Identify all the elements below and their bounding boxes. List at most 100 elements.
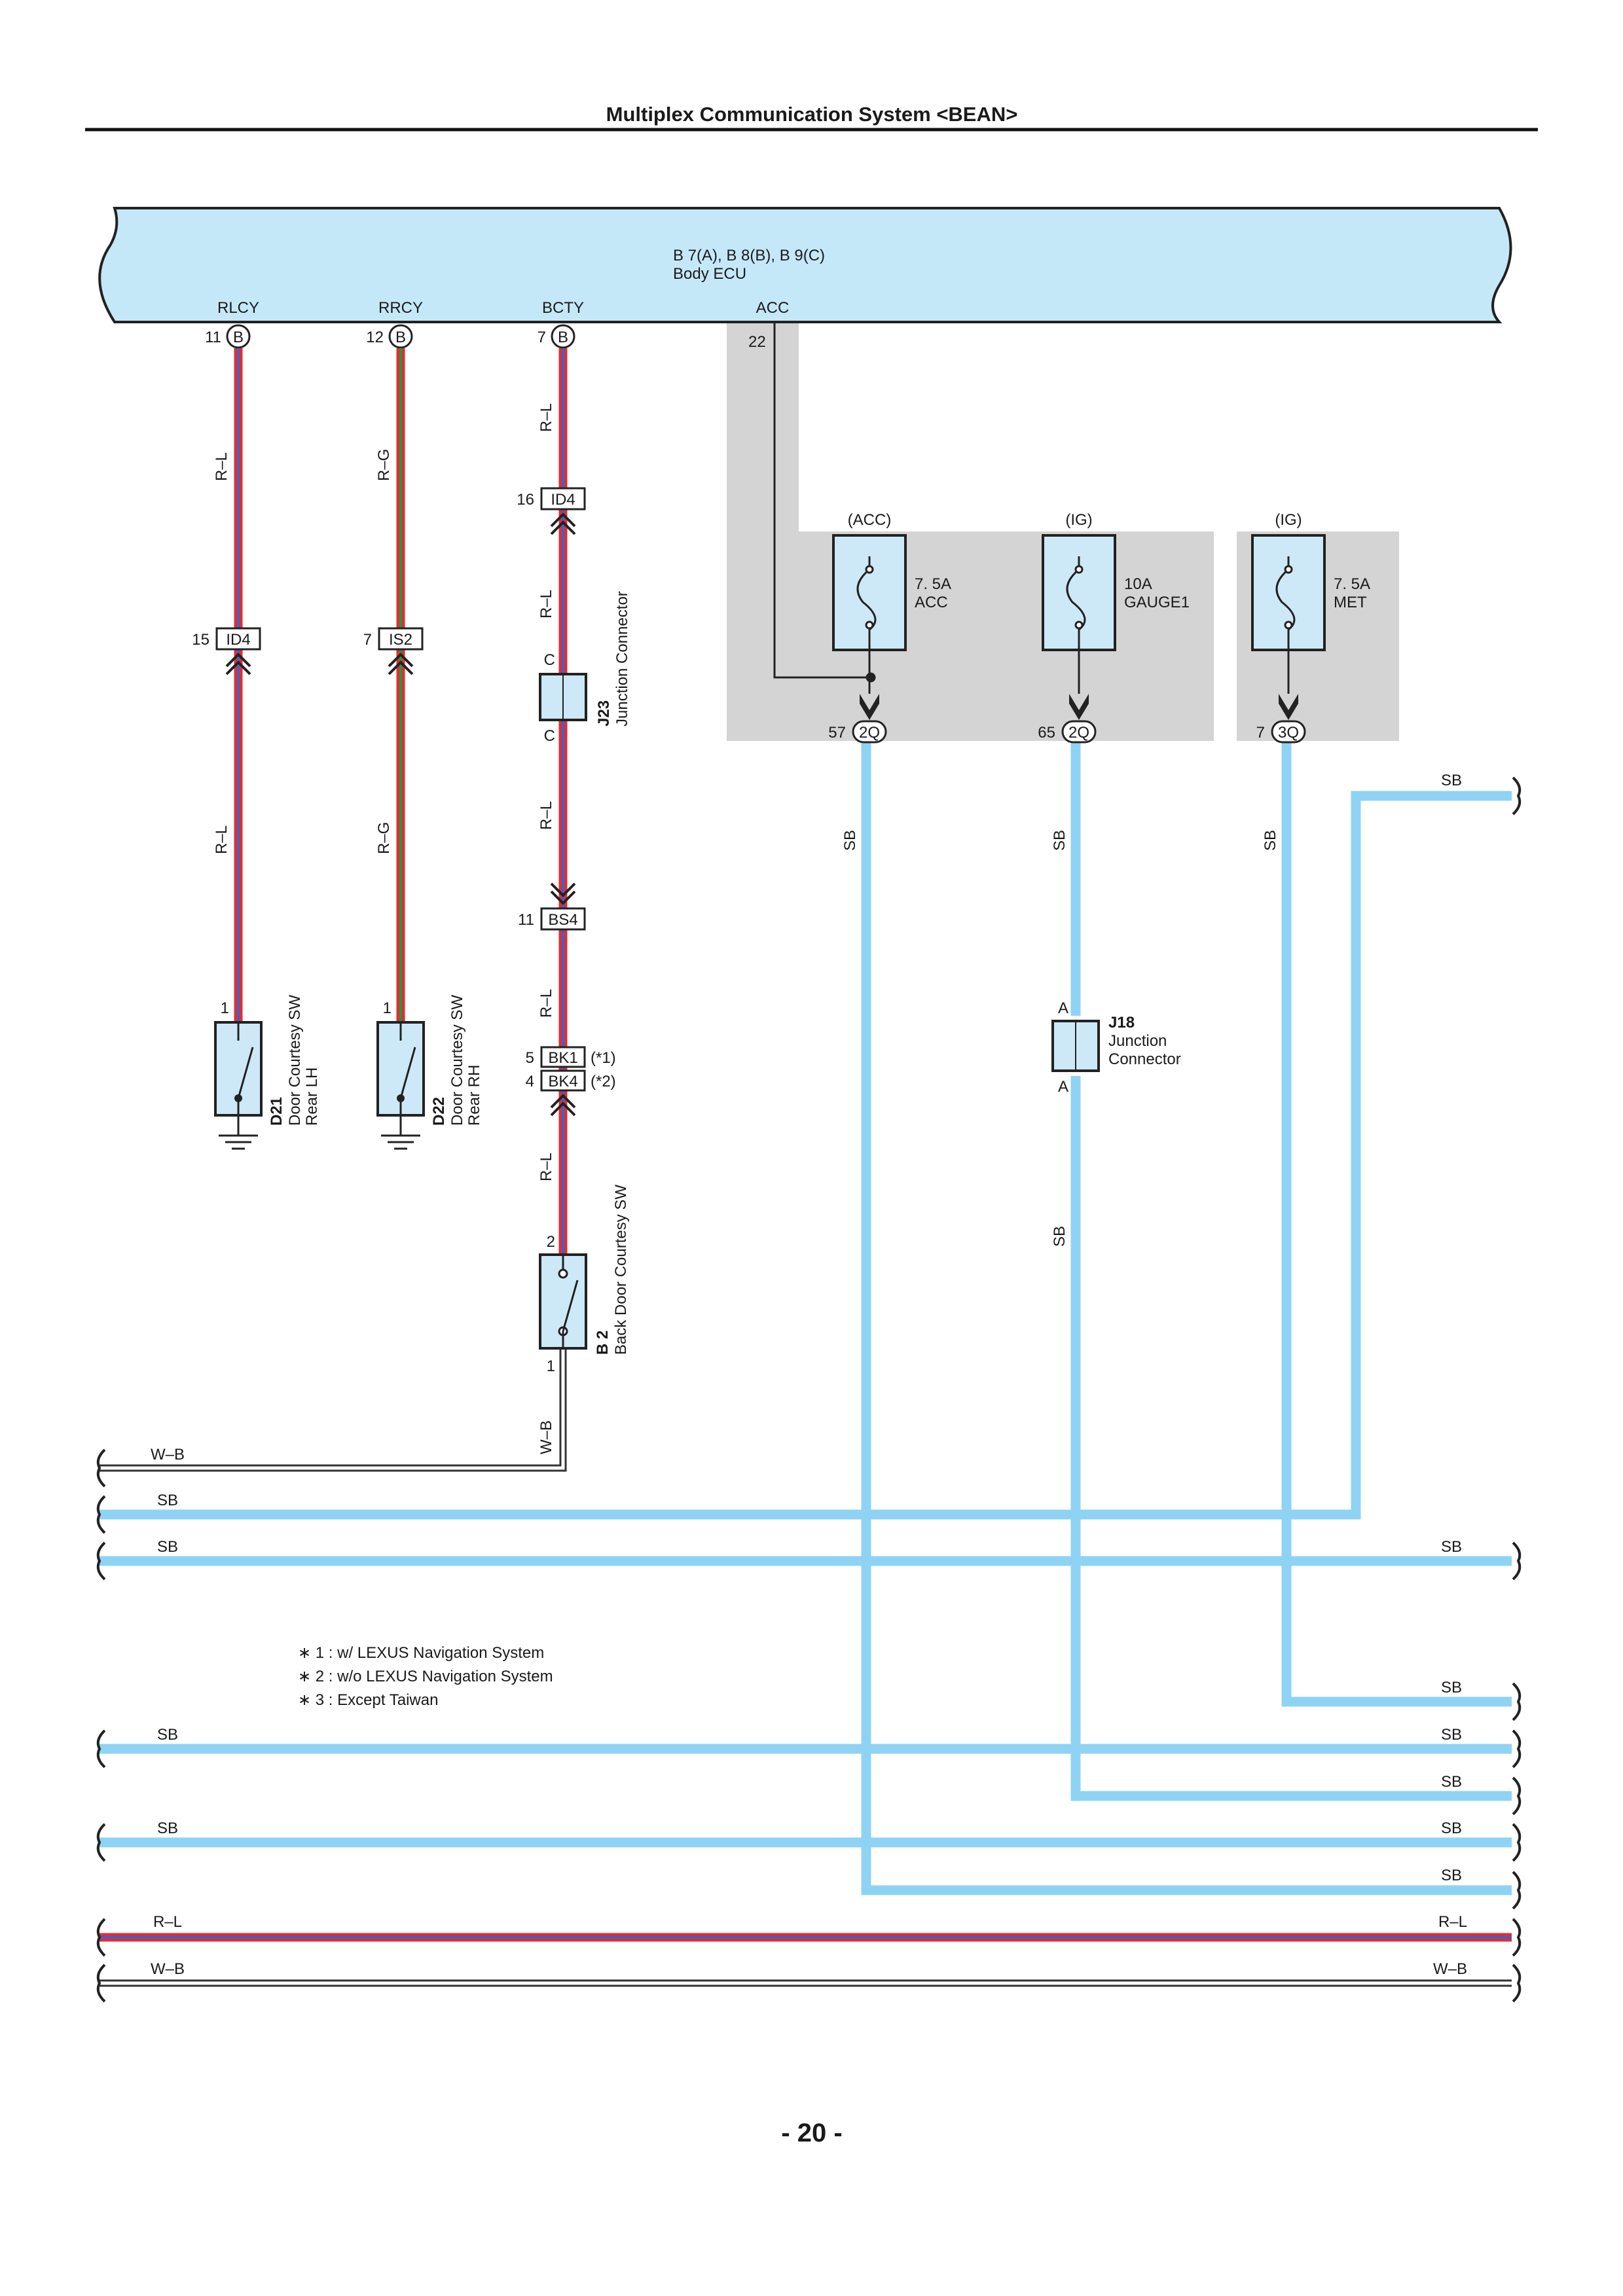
wire-label-rlcy-lower: R–L [213,825,230,854]
j18-pin-bottom: A [1058,1078,1068,1096]
bus-label-right-sb-2: SB [1441,1538,1462,1556]
fuse-name-gauge1: GAUGE1 [1124,594,1190,611]
ecu-terminal-rrcy: RRCY [378,299,423,317]
conn-name-bs4: BS4 [548,911,577,929]
fuse-gauge1: (IG) 10A GAUGE1 [1042,511,1190,694]
b2-name: Back Door Courtesy SW [612,1185,630,1355]
j23-code: J23 [595,700,613,726]
bus-label-right-sb-4: SB [1441,1726,1462,1744]
d22-name: Door Courtesy SW [448,995,466,1126]
d22-door-courtesy-switch: 1 D22 Door Courtesy SW Rear RH [376,995,483,1150]
note-2: ∗ 2 : w/o LEXUS Navigation System [298,1668,553,1685]
wire-label-bcty-4: R–L [538,989,555,1018]
conn-name-bk4: BK4 [548,1073,577,1090]
bus-label-right-rl: R–L [1438,1913,1467,1931]
fuse-rating-gauge1: 10A [1124,575,1152,593]
ecu-terminal-rlcy: RLCY [217,299,259,317]
j23-pin-bottom: C [544,727,555,745]
fuse-conn-met: 3Q [1278,724,1299,742]
sb-wires [98,740,1512,1895]
fuse-rating-acc: 7. 5A [915,575,951,593]
terminal-pin-bcty: 7 [538,329,546,346]
bus-label-right-sb-5: SB [1441,1773,1462,1791]
wire-label-sb-met: SB [1262,830,1279,851]
b2-back-door-courtesy-switch: 2 1 B 2 Back Door Courtesy SW [539,1185,630,1375]
ecu-terminal-acc: ACC [756,299,790,317]
conn-pin-id4-mid: 16 [517,491,534,509]
fuse-group-met: (IG) [1275,511,1302,529]
conn-note-bk1: (*1) [591,1049,616,1067]
footnotes: ∗ 1 : w/ LEXUS Navigation System ∗ 2 : w… [298,1644,553,1709]
wire-label-sb-gauge1: SB [1051,830,1068,851]
conn-pin-is2: 7 [363,631,372,649]
fuse-group-acc: (ACC) [848,511,892,529]
terminal-circle-bcty [551,324,575,349]
bus-label-right-sb-top: SB [1441,772,1462,789]
page-title: Multiplex Communication System <BEAN> [606,103,1018,126]
bus-label-right-wb: W–B [1433,1960,1467,1978]
terminal-pin-acc: 22 [748,333,766,351]
bus-label-left-sb-1: SB [157,1492,178,1509]
conn-pin-bk1: 5 [526,1049,534,1067]
conn-pin-bk4: 4 [526,1073,534,1090]
wire-label-bcty-1: R–L [538,403,555,432]
fuse-name-met: MET [1334,594,1367,611]
note-1: ∗ 1 : w/ LEXUS Navigation System [298,1644,544,1662]
fuse-pin-met: 7 [1256,724,1265,742]
terminal-conn-rrcy: B [395,329,406,346]
j18-junction-connector: A A J18 Junction Connector [1051,999,1181,1096]
fuse-conn-gauge1: 2Q [1068,724,1089,742]
j23-name: Junction Connector [613,591,631,726]
page-number: - 20 - [781,2119,842,2147]
body-ecu: B 7(A), B 8(B), B 9(C) Body ECU RLCY RRC… [98,207,1512,323]
j18-pin-top: A [1058,999,1068,1017]
b2-code: B 2 [594,1331,611,1355]
wire-label-sb-gauge1-lower: SB [1051,1226,1068,1247]
conn-name-id4-left: ID4 [226,631,250,649]
j23-pin-top: C [544,651,555,669]
terminal-circle-rrcy [388,324,413,349]
d22-sub: Rear RH [465,1065,483,1126]
bus-label-left-rl: R–L [153,1913,182,1931]
b2-pin-bottom: 1 [547,1357,555,1375]
wire-label-b2-wb: W–B [538,1420,555,1454]
wire-label-bcty-2: R–L [538,590,555,619]
bottom-buses [98,1933,1512,1987]
terminal-circle-rlcy [226,324,251,349]
continuation-marks [96,776,1522,2003]
fuse-acc: (ACC) 7. 5A ACC [832,511,951,694]
wire-label-sb-acc: SB [841,830,859,851]
fuse-output-connectors: 2Q 57 2Q 65 3Q 7 [828,694,1306,744]
fuse-group-gauge1: (IG) [1065,511,1092,529]
conn-name-is2: IS2 [389,631,412,649]
ecu-outline [98,207,1512,323]
bus-label-left-wb-bottom: W–B [151,1960,185,1978]
wire-label-rlcy-upper: R–L [213,452,230,481]
inline-connectors: ID4 15 IS2 7 ID4 16 BS4 11 BK1 5 (*1) BK… [192,487,616,1117]
fuse-name-acc: ACC [915,594,948,611]
wire-label-bcty-3: R–L [538,801,555,830]
wb-wire-b2 [98,1348,567,1472]
fuse-pin-gauge1: 65 [1038,724,1055,742]
horizontal-wire-labels: W–B SB SB SB SB R–L W–B SB SB SB SB SB S… [151,772,1467,1978]
ecu-terminal-bcty: BCTY [542,299,584,317]
j23-junction-connector: C C J23 Junction Connector [539,591,631,745]
bus-label-left-sb-2: SB [157,1538,178,1556]
ecu-title: B 7(A), B 8(B), B 9(C) [673,247,825,264]
bus-label-right-sb-7: SB [1441,1867,1462,1884]
j18-name-line2: Connector [1108,1050,1181,1068]
terminal-pin-rlcy: 11 [205,329,221,346]
bus-label-right-sb-6: SB [1441,1820,1462,1837]
wire-label-bcty-5: R–L [538,1153,555,1181]
conn-note-bk4: (*2) [591,1073,616,1090]
bus-label-left-sb-3: SB [157,1726,178,1744]
ecu-name: Body ECU [673,265,746,283]
fuse-conn-acc: 2Q [859,724,880,742]
note-3: ∗ 3 : Except Taiwan [298,1691,438,1709]
bus-label-right-sb-3: SB [1441,1679,1462,1696]
d21-code: D21 [268,1097,285,1126]
wire-label-rrcy-upper: R–G [375,449,393,481]
d22-code: D22 [430,1097,448,1126]
vertical-wire-labels: R–L R–L R–G R–G R–L R–L R–L R–L R–L W–B … [213,403,1279,1454]
conn-pin-bs4: 11 [518,911,534,929]
